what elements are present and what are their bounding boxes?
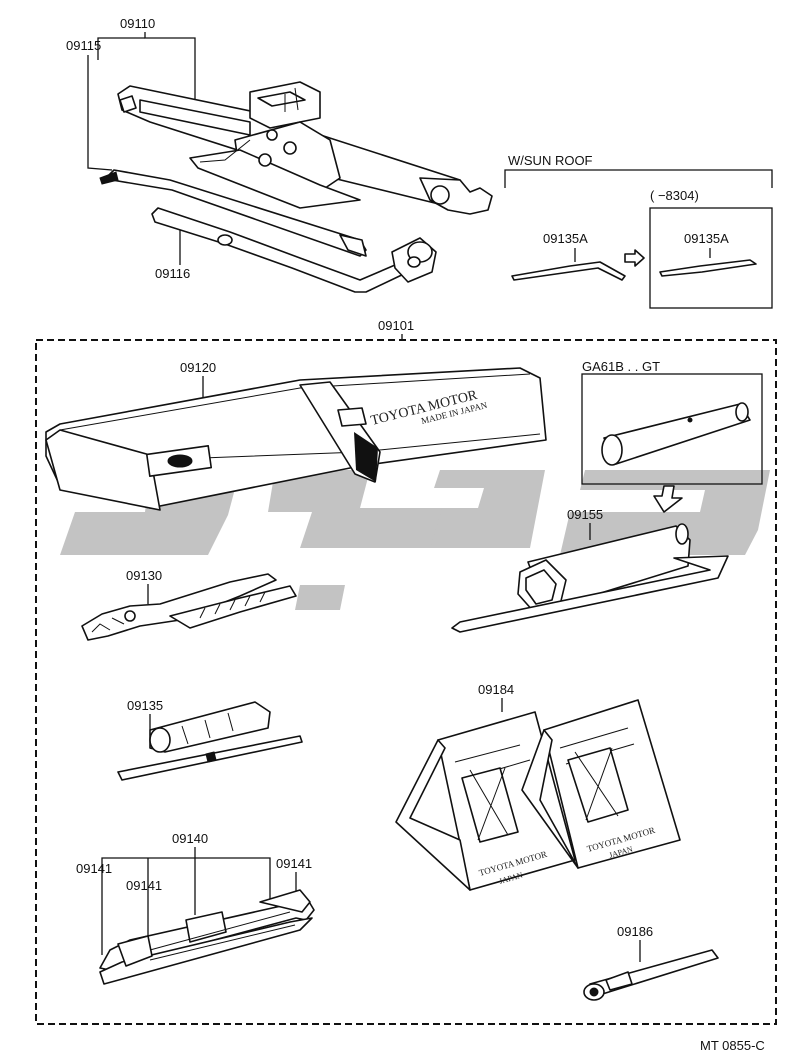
label-pliers: 09130 [126, 568, 162, 583]
label-date-range: ( −8304) [650, 188, 699, 203]
label-jack-handle: 09116 [155, 266, 190, 281]
date-range-box [649, 207, 773, 309]
leader-wrench-set [101, 857, 271, 955]
arrow-right-icon [624, 249, 645, 267]
label-wrench-right: 09141 [276, 856, 312, 871]
leader-jack [144, 32, 196, 105]
socket-tube [601, 402, 751, 466]
tool-set-frame [35, 339, 777, 1025]
sunroof-tool-right [659, 259, 757, 277]
model-range-box [581, 373, 763, 485]
label-jack: 09110 [120, 16, 155, 31]
label-wheel-chocks: 09184 [478, 682, 514, 697]
wrench-set [99, 889, 315, 985]
label-jack-handle-bar: 09115 [66, 38, 101, 53]
label-wrench-set: 09140 [172, 831, 208, 846]
plug-wrench [451, 523, 729, 633]
leader-jack-handle-bar [87, 55, 113, 171]
label-tool-bag: 09120 [180, 360, 216, 375]
arrow-down-icon [653, 485, 683, 513]
leader-jack-bracket [97, 37, 145, 60]
label-plug-wrench: 09155 [567, 507, 603, 522]
wheel-chocks: TOYOTA MOTOR JAPAN TOYOTA MOTOR JAPAN [395, 699, 681, 891]
watermark-logo [60, 470, 770, 610]
tool-09186 [583, 949, 719, 1001]
jack-handle-bar [99, 169, 367, 257]
label-screwdriver: 09135 [127, 698, 163, 713]
sunroof-tool-left [511, 261, 626, 281]
figure-code: MT 0855-C [700, 1038, 765, 1053]
pliers [81, 573, 297, 641]
sun-roof-bracket [504, 169, 773, 188]
label-sunroof-tool-left: 09135A [543, 231, 588, 246]
label-tool-09186: 09186 [617, 924, 653, 939]
tool-bag: TOYOTA MOTOR MADE IN JAPAN [45, 367, 547, 511]
label-wrench-left-inner: 09141 [126, 878, 162, 893]
label-model-range: GA61B . . GT [582, 359, 660, 374]
label-wrench-left-outer: 09141 [76, 861, 112, 876]
label-sun-roof: W/SUN ROOF [508, 153, 593, 168]
screwdriver [117, 701, 303, 781]
jack-handle [151, 207, 437, 293]
label-tool-set: 09101 [378, 318, 414, 333]
label-sunroof-tool-right: 09135A [684, 231, 729, 246]
scissor-jack [117, 81, 493, 215]
